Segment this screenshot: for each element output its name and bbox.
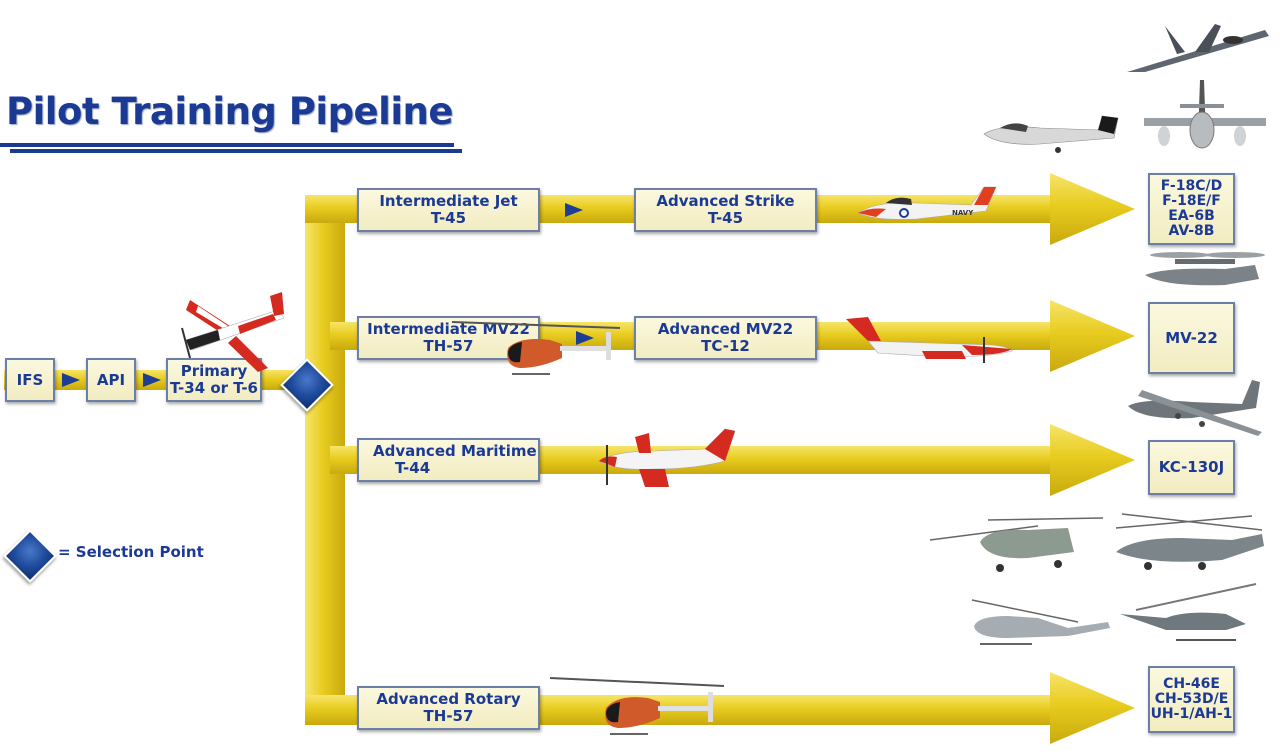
- destination-label: AV-8B: [1168, 223, 1215, 239]
- destination-label: EA-6B: [1168, 208, 1215, 224]
- th57-helicopter-icon: [451, 321, 621, 375]
- stage-label: Intermediate MV22: [367, 320, 530, 338]
- stage-intermediate-jet[interactable]: Intermediate Jet T-45: [357, 188, 540, 232]
- ch53-sea-stallion-icon: [1115, 513, 1264, 570]
- destination-rotary[interactable]: CH-46E CH-53D/E UH-1/AH-1: [1148, 666, 1235, 733]
- legend-selection-point: = Selection Point: [58, 543, 204, 561]
- stage-advanced-strike[interactable]: Advanced Strike T-45: [634, 188, 817, 232]
- destination-maritime[interactable]: KC-130J: [1148, 440, 1235, 495]
- stage-aircraft: T-44: [395, 459, 431, 477]
- chevron-right-icon: [62, 373, 80, 387]
- destination-jet[interactable]: F-18C/D F-18E/F EA-6B AV-8B: [1148, 173, 1235, 245]
- stage-aircraft: TH-57: [423, 337, 474, 355]
- destination-label: UH-1/AH-1: [1150, 706, 1233, 722]
- chevron-right-icon: [565, 203, 583, 217]
- ch46-sea-knight-icon: [929, 517, 1104, 572]
- tc12-huron-icon: [846, 317, 1013, 363]
- chevron-right-icon: [143, 373, 161, 387]
- kc130j-hercules-icon: [1128, 380, 1262, 436]
- mv22-osprey-icon: [1145, 252, 1265, 286]
- title-underline: [0, 143, 454, 147]
- stage-label: API: [96, 370, 126, 389]
- destination-mv22[interactable]: MV-22: [1148, 302, 1235, 374]
- destination-label: F-18C/D: [1160, 178, 1223, 194]
- destination-label: F-18E/F: [1162, 193, 1221, 209]
- t45-goshawk-icon: NAVY: [857, 186, 997, 220]
- page-title: Pilot Training Pipeline: [6, 90, 453, 133]
- stage-aircraft: T-34 or T-6: [170, 379, 258, 397]
- stage-ifs[interactable]: IFS: [5, 358, 55, 402]
- uh1-huey-icon: [971, 599, 1110, 645]
- svg-text:NAVY: NAVY: [952, 209, 974, 217]
- f18-hornet-icon: [1127, 24, 1269, 72]
- stage-advanced-maritime[interactable]: Advanced Maritime T-44: [357, 438, 540, 482]
- stage-label: Advanced MV22: [657, 320, 794, 338]
- destination-label: CH-46E: [1163, 676, 1220, 692]
- stage-label: Advanced Maritime: [373, 442, 537, 460]
- stage-label: Advanced Rotary: [376, 690, 521, 708]
- stage-label: Primary: [180, 362, 248, 380]
- t44-pegasus-icon: [598, 428, 736, 487]
- stage-label: IFS: [16, 370, 44, 389]
- destination-label: MV-22: [1165, 328, 1218, 347]
- jet-arrow-head: [1050, 173, 1135, 245]
- destination-label: CH-53D/E: [1154, 691, 1229, 707]
- stage-aircraft: T-45: [430, 209, 467, 227]
- stage-aircraft: T-45: [707, 209, 744, 227]
- ea6b-prowler-icon: [983, 115, 1119, 153]
- stage-label: Advanced Strike: [656, 192, 795, 210]
- ah1-cobra-icon: [1120, 583, 1257, 641]
- stage-label: Intermediate Jet: [379, 192, 518, 210]
- destination-label: KC-130J: [1158, 458, 1225, 476]
- stage-aircraft: TC-12: [701, 337, 750, 355]
- mv22-arrow-head: [1050, 300, 1135, 372]
- chevron-right-icon: [576, 331, 594, 345]
- maritime-arrow-head: [1050, 424, 1135, 496]
- av8b-harrier-icon: [1144, 80, 1266, 149]
- stage-primary[interactable]: Primary T-34 or T-6: [166, 358, 262, 402]
- th57-helicopter-icon: [549, 677, 725, 735]
- t6-trainer-aircraft-icon: [181, 292, 285, 372]
- title-underline-secondary: [10, 149, 462, 153]
- stage-api[interactable]: API: [86, 358, 136, 402]
- stage-advanced-rotary[interactable]: Advanced Rotary TH-57: [357, 686, 540, 730]
- stage-advanced-mv22[interactable]: Advanced MV22 TC-12: [634, 316, 817, 360]
- stage-aircraft: TH-57: [423, 707, 474, 725]
- rotary-arrow-head: [1050, 672, 1135, 744]
